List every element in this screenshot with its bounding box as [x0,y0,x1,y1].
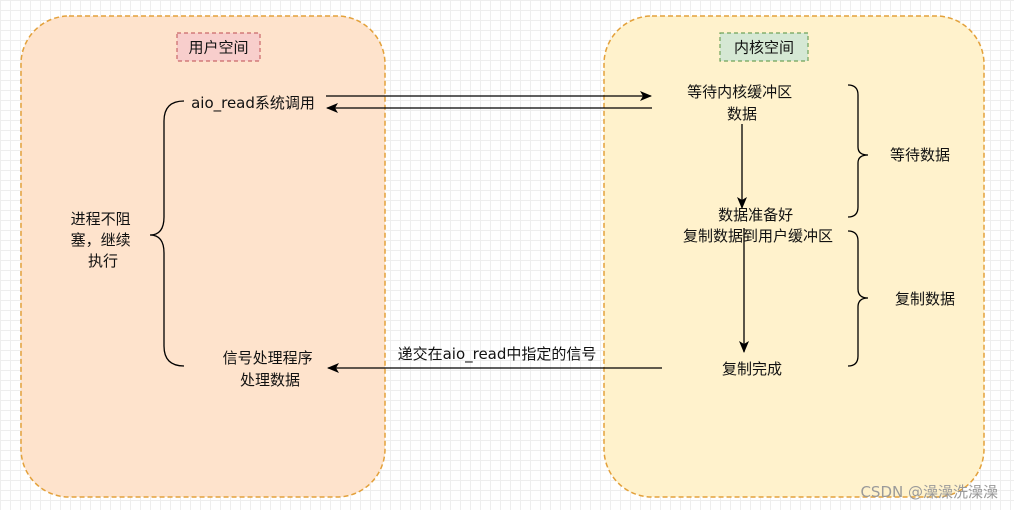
kernel-space-title: 内核空间 [734,39,794,57]
user-space-title-box [176,32,261,62]
user-space-title: 用户空间 [188,39,248,57]
data-ready-label: 数据准备好 复制数据到用户缓冲区 [683,206,833,245]
user-space-region [20,15,386,498]
wait-data-brace [847,84,869,218]
aio-read-call-label: aio_read系统调用 [191,94,315,113]
kernel-space-region [603,15,985,498]
wait-data-phase-label: 等待数据 [890,146,950,164]
signal-handler-label: 信号处理程序 处理数据 [223,349,318,389]
deliver-signal-label: 递交在aio_read中指定的信号 [398,345,597,364]
watermark: CSDN @澡澡洗澡澡 [860,483,998,501]
process-not-blocked-label: 进程不阻 塞，继续 执行 [71,210,136,270]
copy-data-phase-label: 复制数据 [895,290,955,308]
copy-data-brace [847,230,869,367]
process-brace [149,100,185,367]
copy-done-label: 复制完成 [722,360,782,378]
wait-kernel-buffer-label: 等待内核缓冲区 数据 [687,83,797,123]
kernel-space-title-box [719,32,809,62]
